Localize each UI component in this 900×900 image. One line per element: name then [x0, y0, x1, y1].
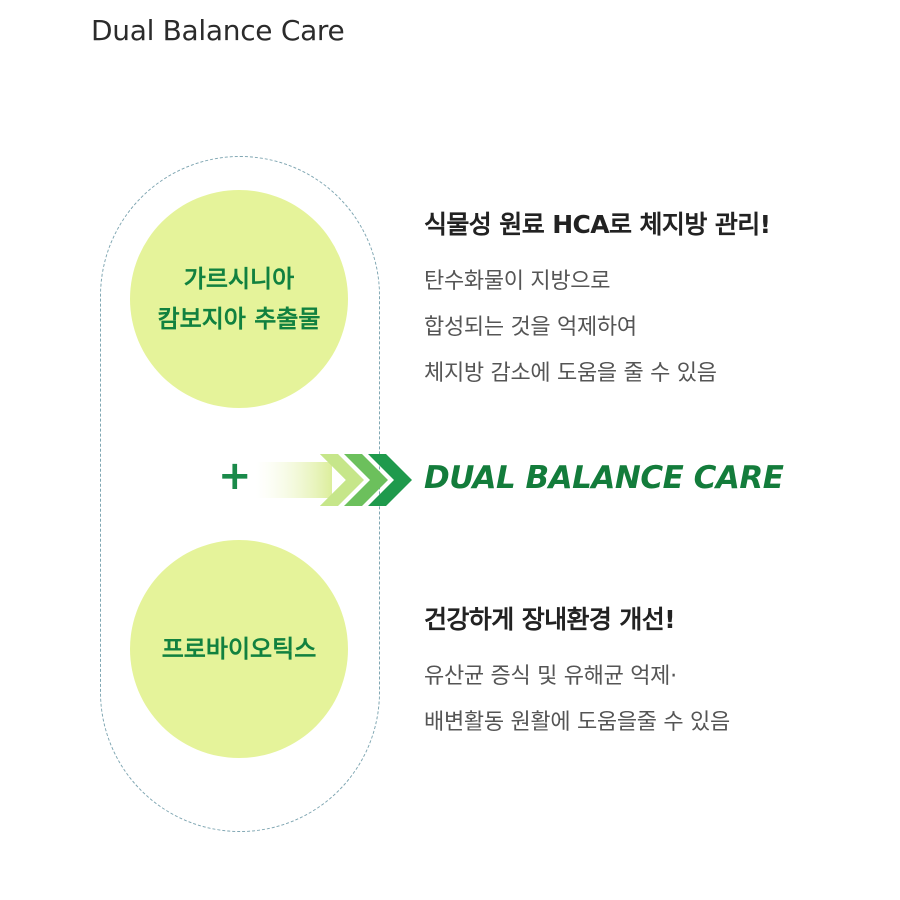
feature-description-line: 체지방 감소에 도움을 줄 수 있음: [424, 361, 717, 386]
brand-title: DUAL BALANCE CARE: [424, 460, 784, 496]
feature-heading: 식물성 원료 HCA로 체지방 관리!: [424, 210, 771, 239]
feature-description-line: 배변활동 원활에 도움을줄 수 있음: [424, 710, 730, 735]
feature-block-probiotics: 건강하게 장내환경 개선! 유산균 증식 및 유해균 억제· 배변활동 원활에 …: [424, 600, 730, 746]
arrow-trail: [256, 462, 332, 498]
feature-description-line: 유산균 증식 및 유해균 억제·: [424, 664, 677, 689]
ingredient-label: 가르시니아 캄보지아 추출물: [158, 259, 321, 339]
feature-block-hca: 식물성 원료 HCA로 체지방 관리! 탄수화물이 지방으로 합성되는 것을 억…: [424, 205, 771, 397]
ingredient-label-line: 가르시니아: [183, 265, 295, 293]
arrow-chevron-dark: [368, 454, 412, 506]
ingredient-label: 프로바이오틱스: [162, 629, 317, 669]
plus-icon: +: [218, 453, 252, 499]
ingredient-circle-probiotics: 프로바이오틱스: [130, 540, 348, 758]
page-title: Dual Balance Care: [91, 14, 345, 47]
triple-arrow-icon: [256, 454, 412, 506]
feature-description-line: 탄수화물이 지방으로: [424, 269, 611, 294]
ingredient-label-line: 캄보지아 추출물: [157, 305, 321, 333]
ingredient-capsule-outline: [100, 156, 380, 832]
ingredient-circle-garcinia: 가르시니아 캄보지아 추출물: [130, 190, 348, 408]
arrow-chevron-mid: [344, 454, 388, 506]
arrow-chevron-light: [320, 454, 364, 506]
feature-heading: 건강하게 장내환경 개선!: [424, 605, 676, 634]
ingredient-label-line: 프로바이오틱스: [161, 635, 317, 663]
feature-description-line: 합성되는 것을 억제하여: [424, 315, 637, 340]
